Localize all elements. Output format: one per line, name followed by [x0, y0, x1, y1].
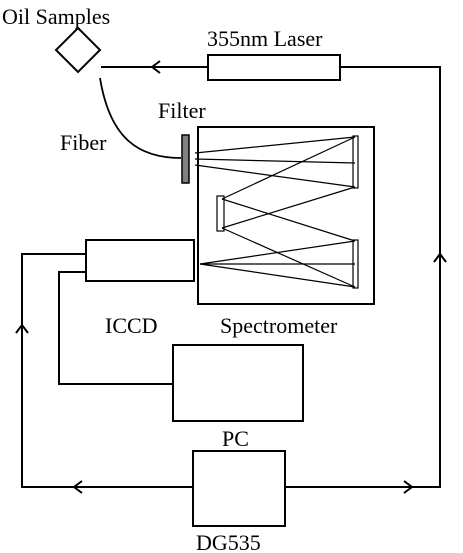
iccd-box: [85, 239, 195, 282]
label-laser: 355nm Laser: [207, 26, 323, 51]
iccd-pc-cable: [58, 271, 173, 385]
label-spectrometer: Spectrometer: [220, 313, 338, 338]
fiber-cable: [99, 77, 182, 159]
spectrometer-mirror-right-top: [352, 135, 359, 189]
dg535-box: [192, 450, 286, 527]
trigger-up-arrow-right-icon: [433, 252, 447, 263]
label-fiber: Fiber: [60, 130, 107, 155]
label-dg535: DG535: [196, 530, 261, 553]
label-iccd: ICCD: [105, 313, 158, 338]
oil-sample-holder: [54, 26, 102, 74]
spectrometer-grating: [216, 195, 225, 232]
label-pc: PC: [222, 426, 249, 451]
trigger-line-laser: [285, 66, 441, 488]
trigger-line-iccd: [21, 253, 193, 488]
trigger-right-arrow-bottom-icon: [403, 480, 414, 494]
trigger-up-arrow-left-icon: [15, 323, 29, 334]
filter-element: [181, 134, 190, 184]
spectrometer-ray-paths: [194, 136, 356, 288]
laser-box: [207, 54, 341, 81]
pc-box: [172, 344, 304, 422]
label-filter: Filter: [158, 98, 206, 123]
laser-beam-arrow-icon: [150, 60, 161, 74]
label-oil-samples: Oil Samples: [2, 4, 110, 29]
trigger-left-arrow-bottom-icon: [72, 480, 83, 494]
spectrometer-box: [197, 126, 375, 305]
